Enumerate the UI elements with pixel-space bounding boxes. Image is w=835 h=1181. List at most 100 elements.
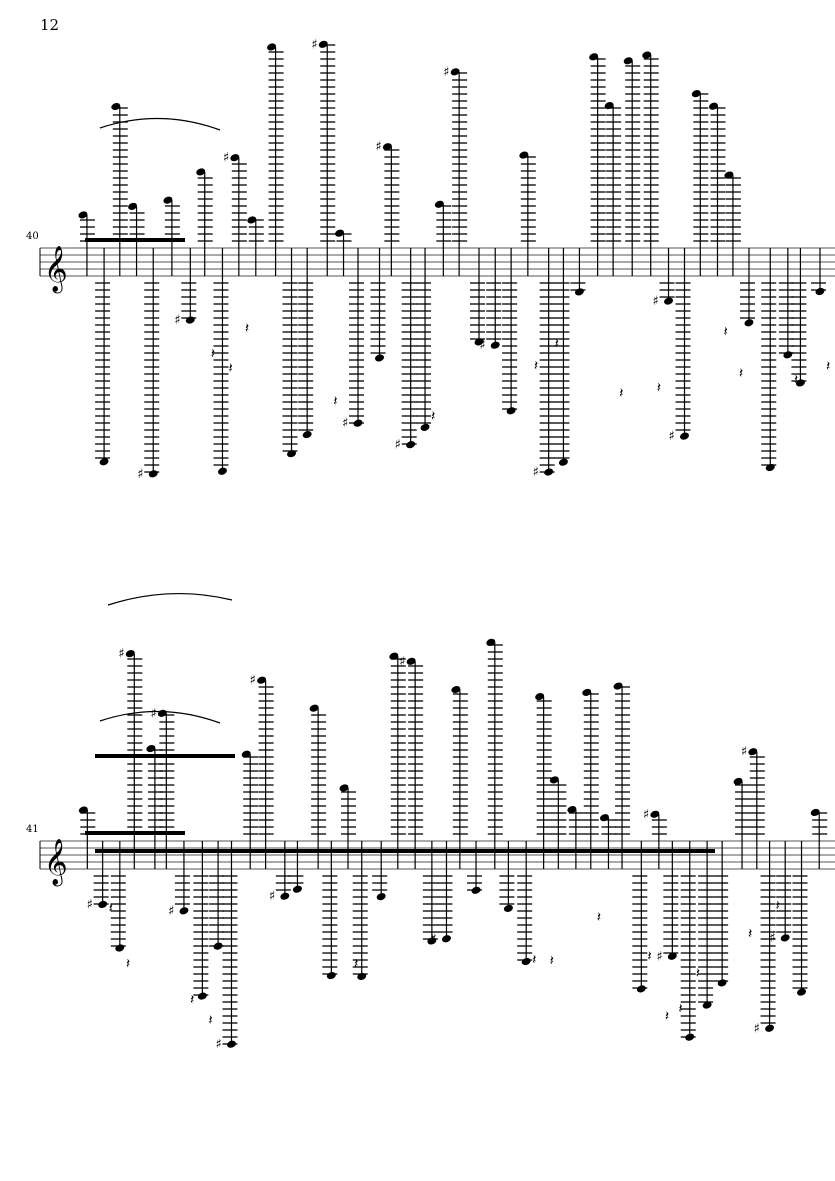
notehead (680, 432, 689, 440)
notehead (471, 886, 481, 894)
page-number: 12 (40, 16, 60, 34)
notehead (420, 423, 430, 431)
sharp-icon: ♯ (269, 889, 275, 904)
rest-icon: 𝄽 (597, 909, 601, 925)
rest-icon: 𝄽 (550, 953, 554, 969)
rest-icon: 𝄽 (245, 320, 249, 336)
rest-icon: 𝄽 (776, 898, 780, 914)
rest-icon: 𝄽 (208, 1012, 212, 1028)
notehead (506, 407, 516, 415)
rest-icon: 𝄽 (126, 956, 130, 972)
notehead (442, 935, 451, 943)
sharp-icon: ♯ (653, 294, 659, 309)
notehead (450, 68, 460, 76)
notehead (326, 972, 336, 980)
notehead (567, 806, 577, 814)
notehead (795, 379, 805, 387)
notehead (797, 988, 807, 996)
rest-icon: 𝄽 (211, 346, 215, 362)
sharp-icon: ♯ (215, 1037, 221, 1052)
notehead (213, 942, 223, 950)
notehead (247, 216, 257, 224)
notehead (521, 957, 531, 966)
notehead (642, 51, 652, 59)
notehead (599, 814, 609, 822)
rest-icon: 𝄽 (534, 358, 538, 374)
notehead (318, 40, 328, 48)
notehead (664, 297, 673, 305)
notehead (146, 745, 156, 753)
notehead (382, 143, 392, 151)
notehead (434, 200, 444, 208)
notehead (490, 341, 500, 349)
notehead (375, 354, 384, 362)
notehead (685, 1033, 695, 1041)
sharp-icon: ♯ (656, 949, 662, 964)
notehead (196, 168, 206, 176)
notehead (125, 650, 135, 658)
notehead (78, 806, 88, 814)
rest-layer: 𝄽𝄽𝄽𝄽𝄽𝄽𝄽𝄽𝄽𝄽𝄽𝄽𝄽𝄽𝄽𝄽𝄽𝄽𝄽𝄽𝄽𝄽𝄽𝄽𝄽𝄽𝄽 (109, 320, 831, 1028)
notehead (810, 808, 820, 817)
notehead (748, 748, 758, 756)
rest-icon: 𝄽 (696, 966, 700, 982)
notehead (650, 810, 660, 818)
rest-icon: 𝄽 (333, 394, 337, 410)
notehead (717, 979, 727, 987)
notehead (503, 904, 513, 912)
notehead (267, 43, 277, 51)
sharp-icon: ♯ (150, 706, 156, 721)
tie (107, 592, 233, 606)
sharp-icon: ♯ (342, 416, 348, 431)
notehead (451, 685, 461, 694)
rest-icon: 𝄽 (826, 359, 830, 375)
notehead (339, 784, 349, 792)
rest-icon: 𝄽 (431, 408, 435, 424)
notehead (128, 202, 138, 210)
notehead (589, 53, 599, 61)
notation-layer: 𝄞♯♯♯♯♯♯♯♯♯♯♯♯𝄞♯♯♯♯♯♯♯♯♯♯♯♯♯♯ (39, 37, 835, 1052)
notehead (292, 885, 302, 893)
notehead (257, 676, 267, 684)
rest-icon: 𝄽 (228, 360, 232, 376)
sharp-icon: ♯ (399, 654, 405, 669)
notehead (427, 937, 437, 945)
sharp-icon: ♯ (250, 673, 256, 688)
notehead (309, 704, 319, 712)
notehead (406, 441, 416, 449)
notehead (230, 154, 240, 162)
sharp-icon: ♯ (669, 429, 675, 444)
notehead (406, 657, 416, 665)
beam (95, 754, 235, 758)
notehead (613, 682, 623, 690)
notehead (241, 750, 251, 758)
notehead (78, 211, 88, 219)
rest-icon: 𝄽 (619, 385, 623, 401)
sharp-icon: ♯ (443, 65, 449, 80)
rest-icon: 𝄽 (657, 380, 661, 396)
tie (99, 117, 221, 131)
notehead (148, 470, 158, 478)
notehead (549, 776, 559, 784)
notehead (287, 450, 296, 458)
notehead (376, 893, 386, 901)
measure-number-41: 41 (26, 824, 39, 835)
notehead (558, 458, 568, 466)
notehead (227, 1040, 236, 1048)
sharp-icon: ♯ (533, 465, 539, 480)
notehead (353, 419, 363, 427)
notehead (691, 90, 701, 98)
treble-clef-icon: 𝄞 (44, 839, 68, 887)
sharp-icon: ♯ (479, 338, 485, 353)
rest-icon: 𝄽 (678, 1001, 682, 1017)
treble-clef-icon: 𝄞 (44, 246, 68, 294)
notehead (302, 431, 312, 439)
rest-icon: 𝄽 (354, 956, 358, 972)
notehead (99, 458, 109, 466)
measure-number-40: 40 (26, 231, 39, 242)
notehead (185, 316, 195, 324)
notehead (574, 288, 584, 296)
notehead (724, 171, 734, 179)
sharp-icon: ♯ (311, 37, 317, 52)
